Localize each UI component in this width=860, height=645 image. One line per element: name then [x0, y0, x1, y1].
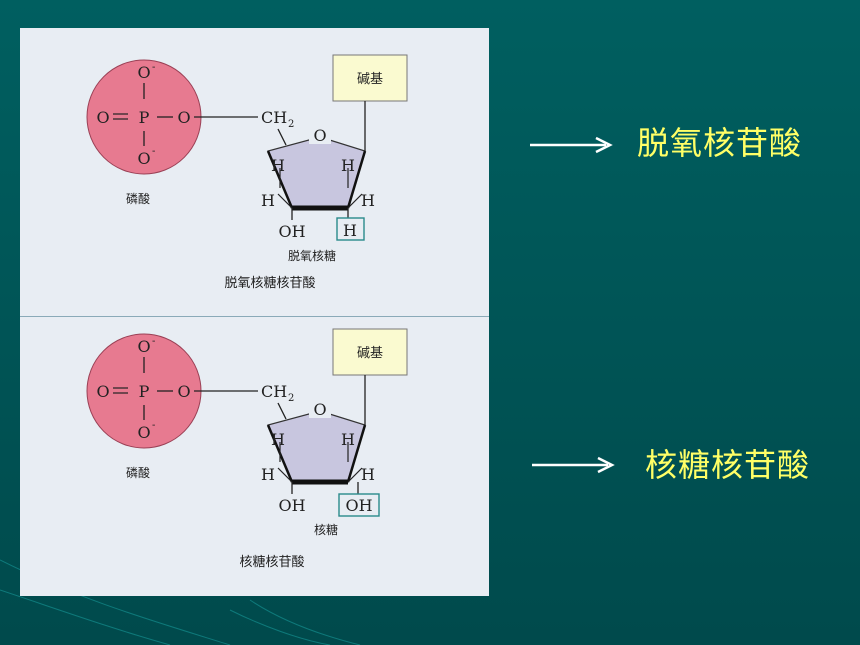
nucleotide-name: 脱氧核糖核苷酸 [224, 275, 315, 291]
figure-drawing: O - O P O O - 磷酸 CH 2 O 碱基 [86, 54, 408, 570]
phosphate-o-top: O [137, 63, 150, 82]
svg-text:2: 2 [288, 119, 294, 130]
base-box [332, 328, 408, 376]
h-upper-left: H [271, 156, 285, 175]
h-lower-right: H [361, 465, 375, 484]
hydroxyl-c3: OH [278, 496, 305, 515]
ring-oxygen: O [313, 126, 326, 145]
h-upper-right: H [341, 430, 355, 449]
phosphate-o-bottom: O [137, 149, 150, 168]
ribonucleotide-structure: O - O P O O - 磷酸 CH 2 O 碱基 [86, 328, 408, 570]
ring-oxygen: O [313, 400, 326, 419]
arrow-right-icon [530, 136, 613, 154]
svg-text:-: - [152, 62, 155, 73]
ribonucleotide-label: 核糖核苷酸 [645, 446, 811, 484]
ch2-group: CH [261, 108, 287, 127]
phosphate-o-right: O [177, 108, 190, 127]
sugar-name: 脱氧核糖 [288, 248, 336, 263]
base-label: 碱基 [357, 346, 383, 361]
phosphate-o-top: O [137, 337, 150, 356]
phosphate-o-left: O [96, 382, 109, 401]
c2-highlight-box [338, 493, 380, 517]
arrow-right-icon [532, 456, 615, 474]
phosphate-label: 磷酸 [126, 191, 150, 206]
svg-text:-: - [152, 420, 155, 431]
phosphate-o-bottom: O [137, 423, 150, 442]
h-upper-right: H [341, 156, 355, 175]
c2-group: H [343, 221, 357, 240]
h-upper-left: H [271, 430, 285, 449]
c2-group: OH [345, 496, 372, 515]
deoxyribonucleotide-structure: O - O P O O - 磷酸 CH 2 O 碱基 [86, 54, 408, 291]
phosphate-o-left: O [96, 108, 109, 127]
svg-text:-: - [152, 336, 155, 347]
svg-text:-: - [152, 146, 155, 157]
nucleotide-name: 核糖核苷酸 [239, 554, 304, 570]
nucleotide-figure: O - O P O O - 磷酸 CH 2 O 碱基 [20, 28, 489, 596]
svg-text:2: 2 [288, 393, 294, 404]
phosphate-label: 磷酸 [126, 465, 150, 480]
hydroxyl-c3: OH [278, 222, 305, 241]
sugar-name: 核糖 [314, 522, 338, 537]
h-lower-right: H [361, 191, 375, 210]
panel-divider [20, 316, 489, 317]
phosphate-o-right: O [177, 382, 190, 401]
phosphate-p: P [139, 382, 150, 401]
c2-highlight-box [336, 217, 365, 241]
h-lower-left: H [261, 191, 275, 210]
ch2-group: CH [261, 382, 287, 401]
base-box [332, 54, 408, 102]
deoxyribonucleotide-label: 脱氧核苷酸 [637, 124, 803, 162]
base-label: 碱基 [357, 72, 383, 87]
phosphate-p: P [139, 108, 150, 127]
h-lower-left: H [261, 465, 275, 484]
